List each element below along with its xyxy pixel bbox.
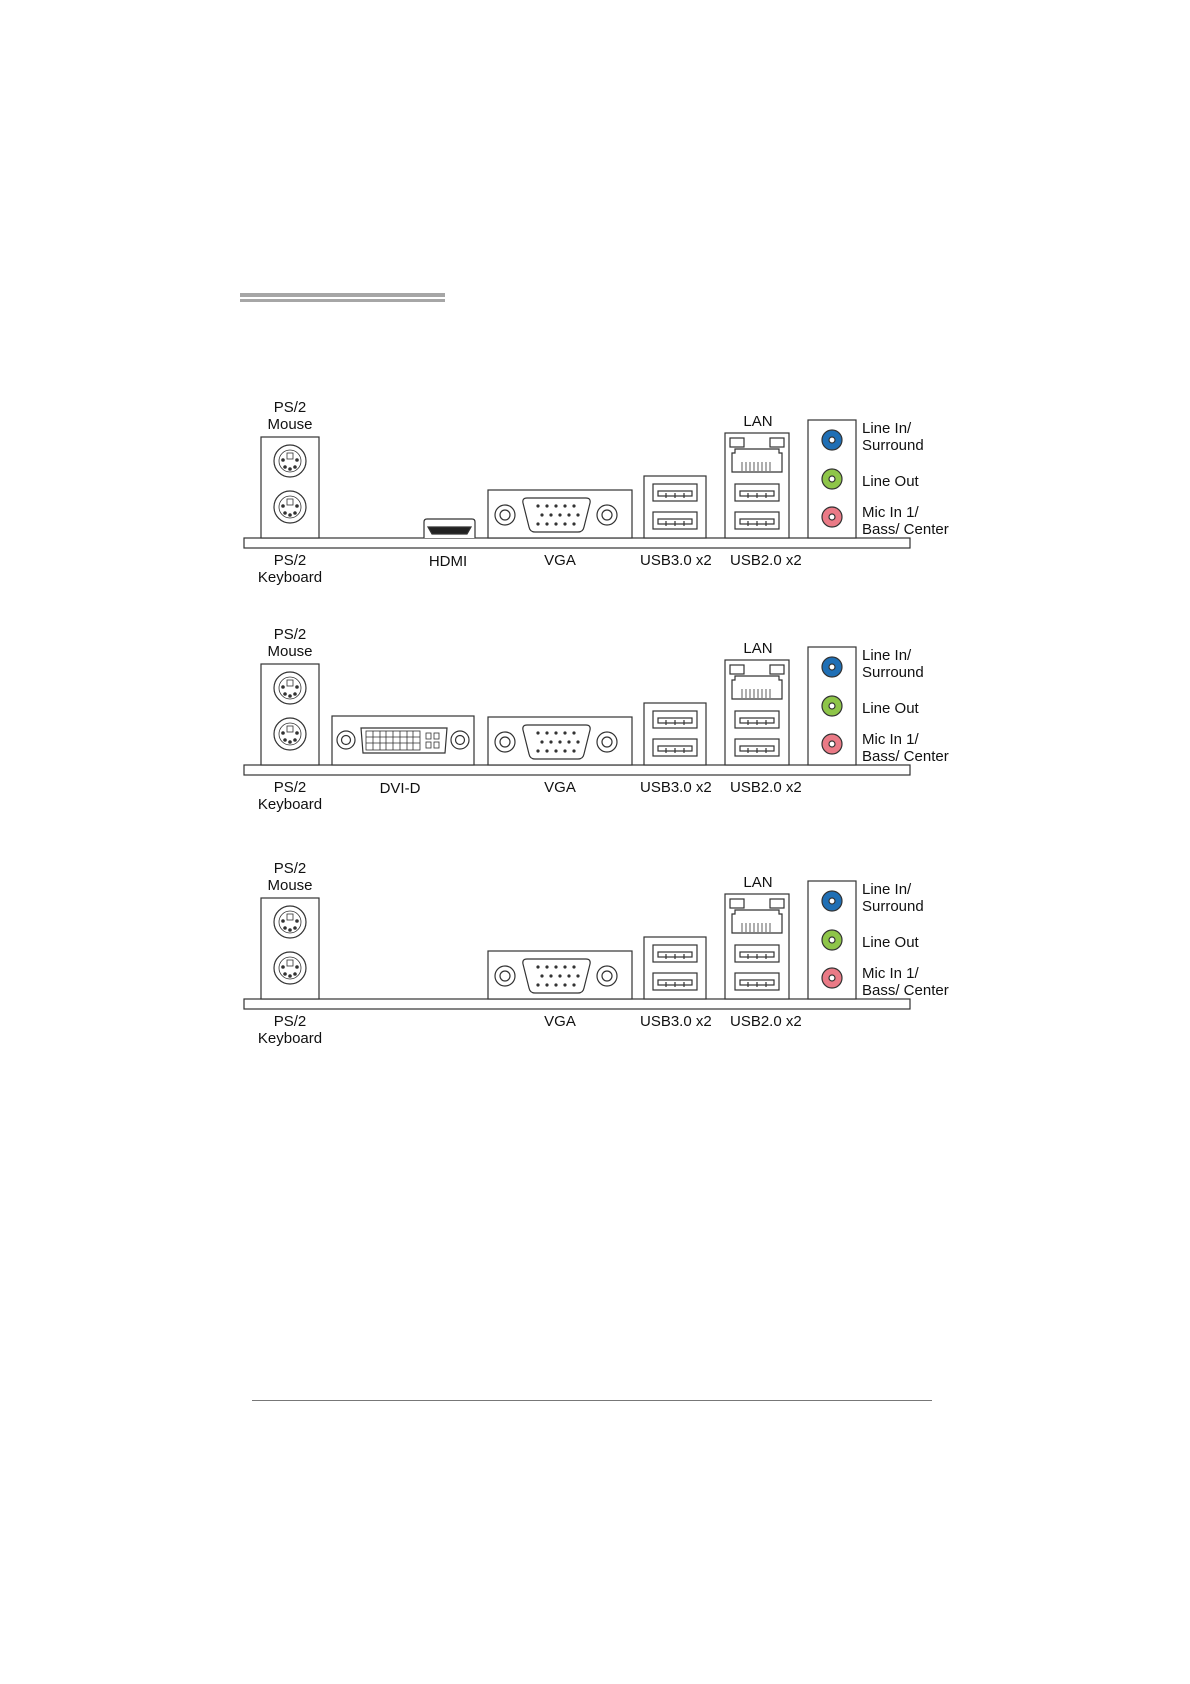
usb2-port-bottom-icon bbox=[734, 972, 780, 991]
ps2-keyboard-label: PS/2 Keyboard bbox=[257, 552, 323, 586]
usb2-port-bottom-icon bbox=[734, 738, 780, 757]
dvi-port-housing bbox=[331, 715, 475, 766]
usb3-label: USB3.0 x2 bbox=[640, 779, 712, 796]
line-out-jack-hole bbox=[828, 702, 836, 710]
usb3-port-top-icon bbox=[652, 710, 698, 729]
vga-port-icon bbox=[494, 497, 618, 533]
io-shield-plate bbox=[243, 998, 911, 1010]
lan-usb2-housing bbox=[724, 659, 790, 766]
line-in-label: Line In/ Surround bbox=[862, 881, 924, 915]
line-out-label: Line Out bbox=[862, 473, 919, 490]
line-in-label: Line In/ Surround bbox=[862, 420, 924, 454]
lan-label: LAN bbox=[743, 874, 773, 891]
ps2-mouse-port-icon bbox=[273, 444, 307, 478]
ps2-port-housing bbox=[260, 897, 320, 1000]
usb2-label: USB2.0 x2 bbox=[730, 552, 802, 569]
io-panel-drawing bbox=[243, 646, 911, 776]
line-in-label: Line In/ Surround bbox=[862, 647, 924, 681]
io-shield-plate bbox=[243, 764, 911, 776]
ps2-keyboard-port-icon bbox=[273, 717, 307, 751]
lan-usb2-housing bbox=[724, 432, 790, 539]
line-out-label: Line Out bbox=[862, 700, 919, 717]
line-in-jack-hole bbox=[828, 663, 836, 671]
io-panel-dvi: PS/2 Mouse LAN Line In/ Surround Line Ou… bbox=[0, 622, 1190, 842]
vga-port-icon bbox=[494, 958, 618, 994]
dvi-label: DVI-D bbox=[379, 780, 421, 797]
line-out-jack-hole bbox=[828, 936, 836, 944]
usb2-label: USB2.0 x2 bbox=[730, 1013, 802, 1030]
usb3-port-bottom-icon bbox=[652, 511, 698, 530]
mic-in-label: Mic In 1/ Bass/ Center bbox=[862, 965, 949, 999]
io-panel-drawing bbox=[243, 880, 911, 1010]
line-out-label: Line Out bbox=[862, 934, 919, 951]
io-panel-vga: PS/2 Mouse LAN Line In/ Surround Line Ou… bbox=[0, 856, 1190, 1076]
ps2-mouse-label: PS/2 Mouse bbox=[267, 399, 313, 433]
header-rule-bottom bbox=[240, 299, 445, 302]
ps2-keyboard-port-icon bbox=[273, 951, 307, 985]
lan-label: LAN bbox=[743, 413, 773, 430]
line-in-jack-hole bbox=[828, 897, 836, 905]
header-rule-top bbox=[240, 293, 445, 297]
lan-label: LAN bbox=[743, 640, 773, 657]
usb3-label: USB3.0 x2 bbox=[640, 1013, 712, 1030]
ps2-mouse-label: PS/2 Mouse bbox=[267, 860, 313, 894]
vga-port-icon bbox=[494, 724, 618, 760]
hdmi-port-icon bbox=[423, 518, 476, 538]
hdmi-label: HDMI bbox=[428, 553, 468, 570]
usb3-port-top-icon bbox=[652, 483, 698, 502]
ps2-keyboard-label: PS/2 Keyboard bbox=[257, 779, 323, 813]
vga-label: VGA bbox=[544, 779, 576, 796]
ps2-port-housing bbox=[260, 663, 320, 766]
ps2-keyboard-port-icon bbox=[273, 490, 307, 524]
footer-rule bbox=[252, 1400, 932, 1401]
lan-usb2-housing bbox=[724, 893, 790, 1000]
dvi-port-icon bbox=[336, 727, 470, 754]
usb2-port-top-icon bbox=[734, 944, 780, 963]
mic-in-jack-hole bbox=[828, 974, 836, 982]
usb3-port-housing bbox=[643, 475, 707, 539]
usb2-port-top-icon bbox=[734, 483, 780, 502]
lan-port-icon bbox=[729, 664, 785, 700]
mic-in-label: Mic In 1/ Bass/ Center bbox=[862, 504, 949, 538]
usb3-port-housing bbox=[643, 936, 707, 1000]
io-panel-hdmi: PS/2 Mouse LAN Line In/ Surround Line Ou… bbox=[0, 395, 1190, 615]
line-in-jack-hole bbox=[828, 436, 836, 444]
usb2-port-bottom-icon bbox=[734, 511, 780, 530]
ps2-port-housing bbox=[260, 436, 320, 539]
lan-port-icon bbox=[729, 898, 785, 934]
usb3-port-bottom-icon bbox=[652, 972, 698, 991]
vga-label: VGA bbox=[544, 1013, 576, 1030]
usb2-port-top-icon bbox=[734, 710, 780, 729]
usb3-port-housing bbox=[643, 702, 707, 766]
usb3-label: USB3.0 x2 bbox=[640, 552, 712, 569]
vga-label: VGA bbox=[544, 552, 576, 569]
usb3-port-top-icon bbox=[652, 944, 698, 963]
usb3-port-bottom-icon bbox=[652, 738, 698, 757]
io-shield-plate bbox=[243, 537, 911, 549]
io-panel-drawing bbox=[243, 419, 911, 549]
mic-in-label: Mic In 1/ Bass/ Center bbox=[862, 731, 949, 765]
mic-in-jack-hole bbox=[828, 740, 836, 748]
ps2-keyboard-label: PS/2 Keyboard bbox=[257, 1013, 323, 1047]
ps2-mouse-port-icon bbox=[273, 671, 307, 705]
mic-in-jack-hole bbox=[828, 513, 836, 521]
line-out-jack-hole bbox=[828, 475, 836, 483]
ps2-mouse-port-icon bbox=[273, 905, 307, 939]
ps2-mouse-label: PS/2 Mouse bbox=[267, 626, 313, 660]
lan-port-icon bbox=[729, 437, 785, 473]
usb2-label: USB2.0 x2 bbox=[730, 779, 802, 796]
